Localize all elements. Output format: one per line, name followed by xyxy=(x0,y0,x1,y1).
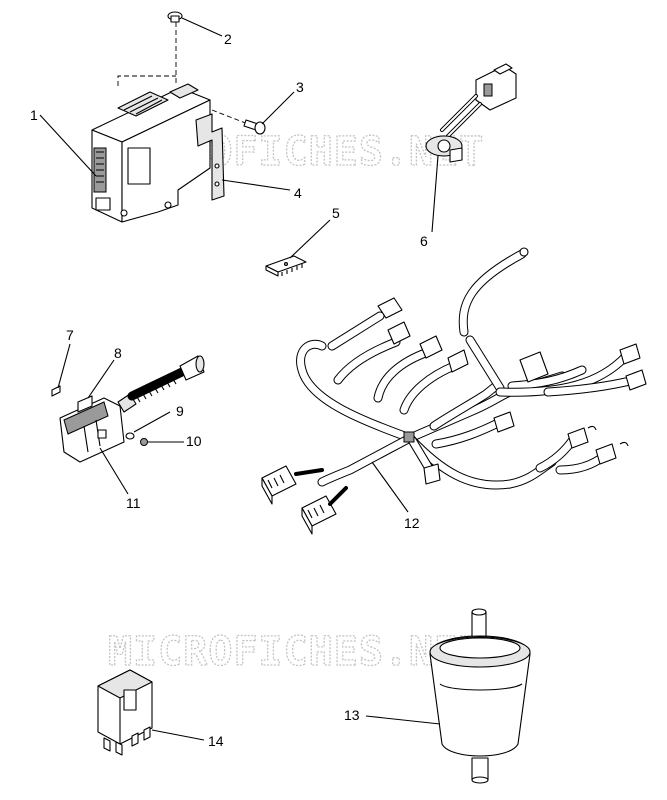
screw xyxy=(167,11,183,23)
screw-7 xyxy=(51,385,61,397)
mounting-bracket xyxy=(195,113,225,201)
callout-11: 11 xyxy=(126,495,141,511)
alignment-line xyxy=(117,75,176,86)
fuel-filter xyxy=(429,608,531,784)
callout-4: 4 xyxy=(294,185,302,201)
callout-8: 8 xyxy=(114,345,122,361)
sensor-with-cable xyxy=(59,355,205,463)
alignment-line xyxy=(211,109,249,125)
callout-2: 2 xyxy=(224,31,232,47)
callout-7: 7 xyxy=(66,327,74,343)
callout-9: 9 xyxy=(176,403,184,419)
relay xyxy=(97,669,153,756)
nut xyxy=(140,438,148,446)
clip xyxy=(77,395,93,413)
callout-10: 10 xyxy=(186,433,202,449)
control-module xyxy=(91,83,211,223)
callout-14: 14 xyxy=(208,733,224,749)
sensor xyxy=(425,63,517,163)
leader-lines xyxy=(39,17,441,741)
bolt xyxy=(243,119,266,135)
callout-5: 5 xyxy=(332,205,340,221)
washer xyxy=(125,432,135,440)
watermark-bottom: MICROFICHES.NET xyxy=(108,629,484,675)
wiring-harness xyxy=(261,247,647,535)
callout-13: 13 xyxy=(344,707,360,723)
chip xyxy=(265,255,307,277)
callout-12: 12 xyxy=(404,515,420,531)
callout-3: 3 xyxy=(296,79,304,95)
callout-1: 1 xyxy=(30,107,38,123)
callout-6: 6 xyxy=(420,233,428,249)
